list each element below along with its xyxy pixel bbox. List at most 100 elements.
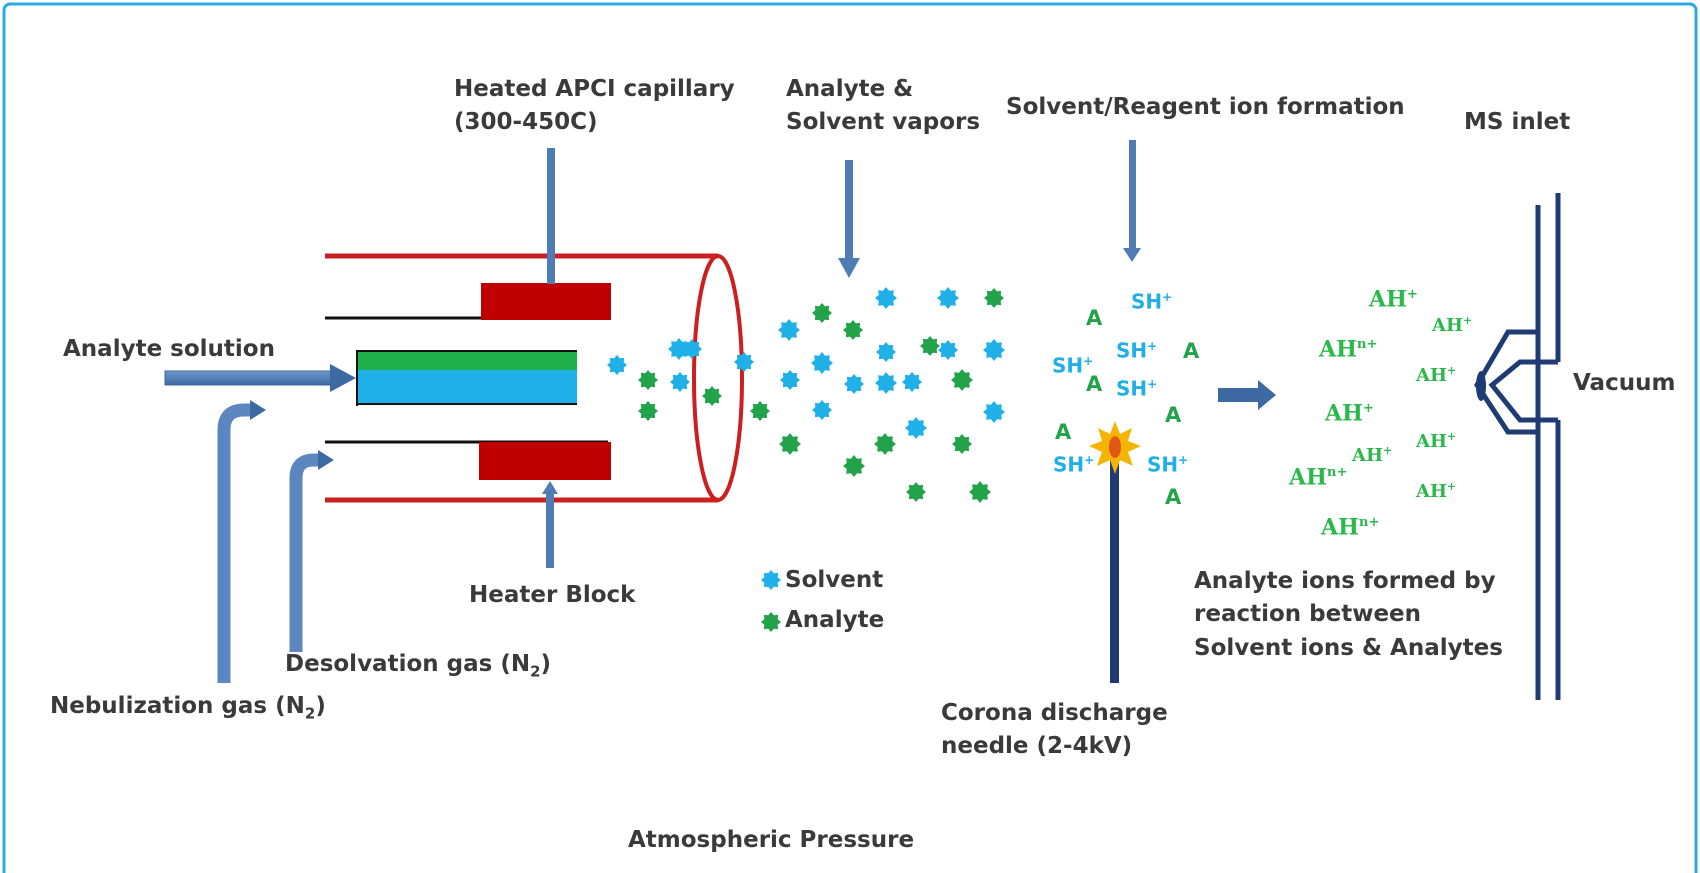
heated-capillary-label: Heated APCI capillary (300-450C)	[454, 73, 735, 140]
solvent-droplet-icon	[811, 352, 833, 374]
analyte-ion-label: AH+	[1416, 480, 1457, 502]
analyte-droplet-icon	[984, 288, 1004, 308]
analyte-ion-label: AH+	[1325, 400, 1374, 427]
vapors-line1: Analyte &	[786, 76, 914, 102]
heated-capillary-tube	[325, 253, 744, 503]
capillary-pointer-line	[547, 148, 555, 284]
solvent-ion-label: SH+	[1116, 338, 1158, 363]
solvent-ion-label: SH+	[1147, 452, 1189, 477]
analyte-ion-label: AH+	[1416, 430, 1457, 452]
solvent-droplet-icon	[875, 287, 897, 309]
analyte-droplet-icon	[702, 386, 722, 406]
analyte-multi-ion-label: AHn+	[1321, 514, 1380, 541]
analyte-ions-line2: reaction between	[1194, 601, 1422, 628]
legend-analyte-label: Analyte	[785, 607, 885, 633]
analyte-label: A	[1086, 306, 1103, 330]
legend-analyte-marker	[761, 612, 781, 632]
corona-spark-core-icon	[1109, 436, 1121, 458]
desolvation-gas-subscript: 2	[530, 662, 541, 681]
solvent-ion-label: SH+	[1053, 452, 1095, 477]
ms-inlet-label: MS inlet	[1464, 109, 1571, 135]
solvent-droplet-icon	[682, 339, 702, 359]
nebulization-gas-subscript: 2	[304, 704, 316, 723]
solvent-droplet-icon	[902, 372, 922, 392]
solvent-droplet-icon	[983, 339, 1005, 361]
corona-line1: Corona discharge	[941, 700, 1168, 726]
solvent-droplet-icon	[734, 352, 754, 372]
analyte-droplet-icon	[638, 370, 658, 390]
solvent-droplets	[607, 287, 1005, 439]
analyte-droplets	[638, 288, 1004, 503]
solvent-droplet-icon	[607, 355, 627, 375]
corona-needle-label: Corona discharge needle (2-4kV)	[941, 697, 1168, 764]
solvent-droplet-icon	[937, 287, 959, 309]
nebulization-gas-close: )	[315, 693, 326, 719]
analyte-droplet-icon	[750, 401, 770, 421]
reagent-ion-arrow	[1123, 140, 1141, 262]
solvent-droplet-icon	[875, 372, 897, 394]
corona-line2: needle (2-4kV)	[941, 733, 1133, 760]
solvent-droplet-icon	[938, 340, 958, 360]
analyte-label: A	[1165, 485, 1182, 509]
corona-needle	[1110, 458, 1119, 683]
solvent-droplet-icon	[778, 319, 800, 341]
analyte-droplet-icon	[843, 320, 863, 340]
desolvation-gas-close: )	[540, 651, 552, 677]
atmospheric-pressure-label: Atmospheric Pressure	[628, 827, 915, 853]
vacuum-label: Vacuum	[1573, 370, 1676, 396]
solvent-droplet-icon	[876, 342, 896, 362]
legend-solvent-marker	[761, 570, 781, 590]
analyte-multi-ion-label: AHn+	[1319, 336, 1378, 363]
analyte-droplet-icon	[638, 401, 658, 421]
solvent-droplet-icon	[905, 417, 927, 439]
analyte-ion-label: AH+	[1416, 364, 1457, 386]
desolvation-gas-text: Desolvation gas (N	[285, 651, 531, 677]
analyte-solution-arrow	[164, 364, 356, 392]
analyte-droplet-icon	[969, 481, 991, 503]
analyte-ions-line1: Analyte ions formed by	[1194, 568, 1496, 594]
heater-block-label: Heater Block	[469, 582, 636, 608]
analyte-ion-label: AH+	[1369, 286, 1418, 313]
vapors-arrow	[838, 160, 860, 278]
heater-block-pointer	[542, 481, 558, 568]
analyte-label: A	[1165, 403, 1182, 427]
solvent-ion-label: SH+	[1052, 353, 1094, 378]
analyte-droplet-icon	[951, 369, 973, 391]
solvent-droplet-icon	[670, 372, 690, 392]
analyte-ion-label: AH+	[1432, 314, 1473, 336]
analyte-droplet-icon	[906, 482, 926, 502]
analyte-droplet-icon	[952, 434, 972, 454]
analyte-droplet-icon	[779, 433, 801, 455]
analyte-label: A	[1055, 420, 1072, 444]
reagent-ion-formation-label: Solvent/Reagent ion formation	[1006, 94, 1405, 120]
analyte-label: A	[1086, 372, 1103, 396]
desolvation-gas-arrow	[289, 450, 334, 652]
heater-block-bottom	[479, 442, 611, 480]
analyte-multi-ion-label: AHn+	[1289, 464, 1348, 491]
heater-block-top	[481, 283, 611, 320]
analyte-ions-line3: Solvent ions & Analytes	[1194, 634, 1503, 661]
solvent-ion-label: SH+	[1116, 376, 1158, 401]
solvent-droplet-icon	[761, 570, 781, 590]
analyte-label: A	[1183, 339, 1200, 363]
analyte-droplet-icon	[843, 455, 865, 477]
solvent-droplet-icon	[812, 400, 832, 420]
nebulization-gas-arrow	[217, 400, 266, 683]
solvent-droplet-icon	[844, 374, 864, 394]
nebulization-gas-label: Nebulization gas (N2)	[50, 690, 326, 725]
solvent-droplet-icon	[780, 370, 800, 390]
solvent-droplet-icon	[983, 401, 1005, 423]
analyte-droplet-icon	[920, 336, 940, 356]
desolvation-gas-label: Desolvation gas (N2)	[285, 648, 551, 683]
analyte-droplet-icon	[874, 433, 896, 455]
vapors-line2: Solvent vapors	[786, 109, 981, 136]
sample-capillary	[356, 350, 577, 406]
analyte-ions-label: Analyte ions formed by reaction between …	[1194, 565, 1503, 665]
legend-solvent-label: Solvent	[785, 567, 884, 593]
heated-capillary-line2: (300-450C)	[454, 109, 598, 136]
reaction-arrow	[1218, 380, 1276, 410]
solvent-droplet-icon	[668, 338, 690, 360]
